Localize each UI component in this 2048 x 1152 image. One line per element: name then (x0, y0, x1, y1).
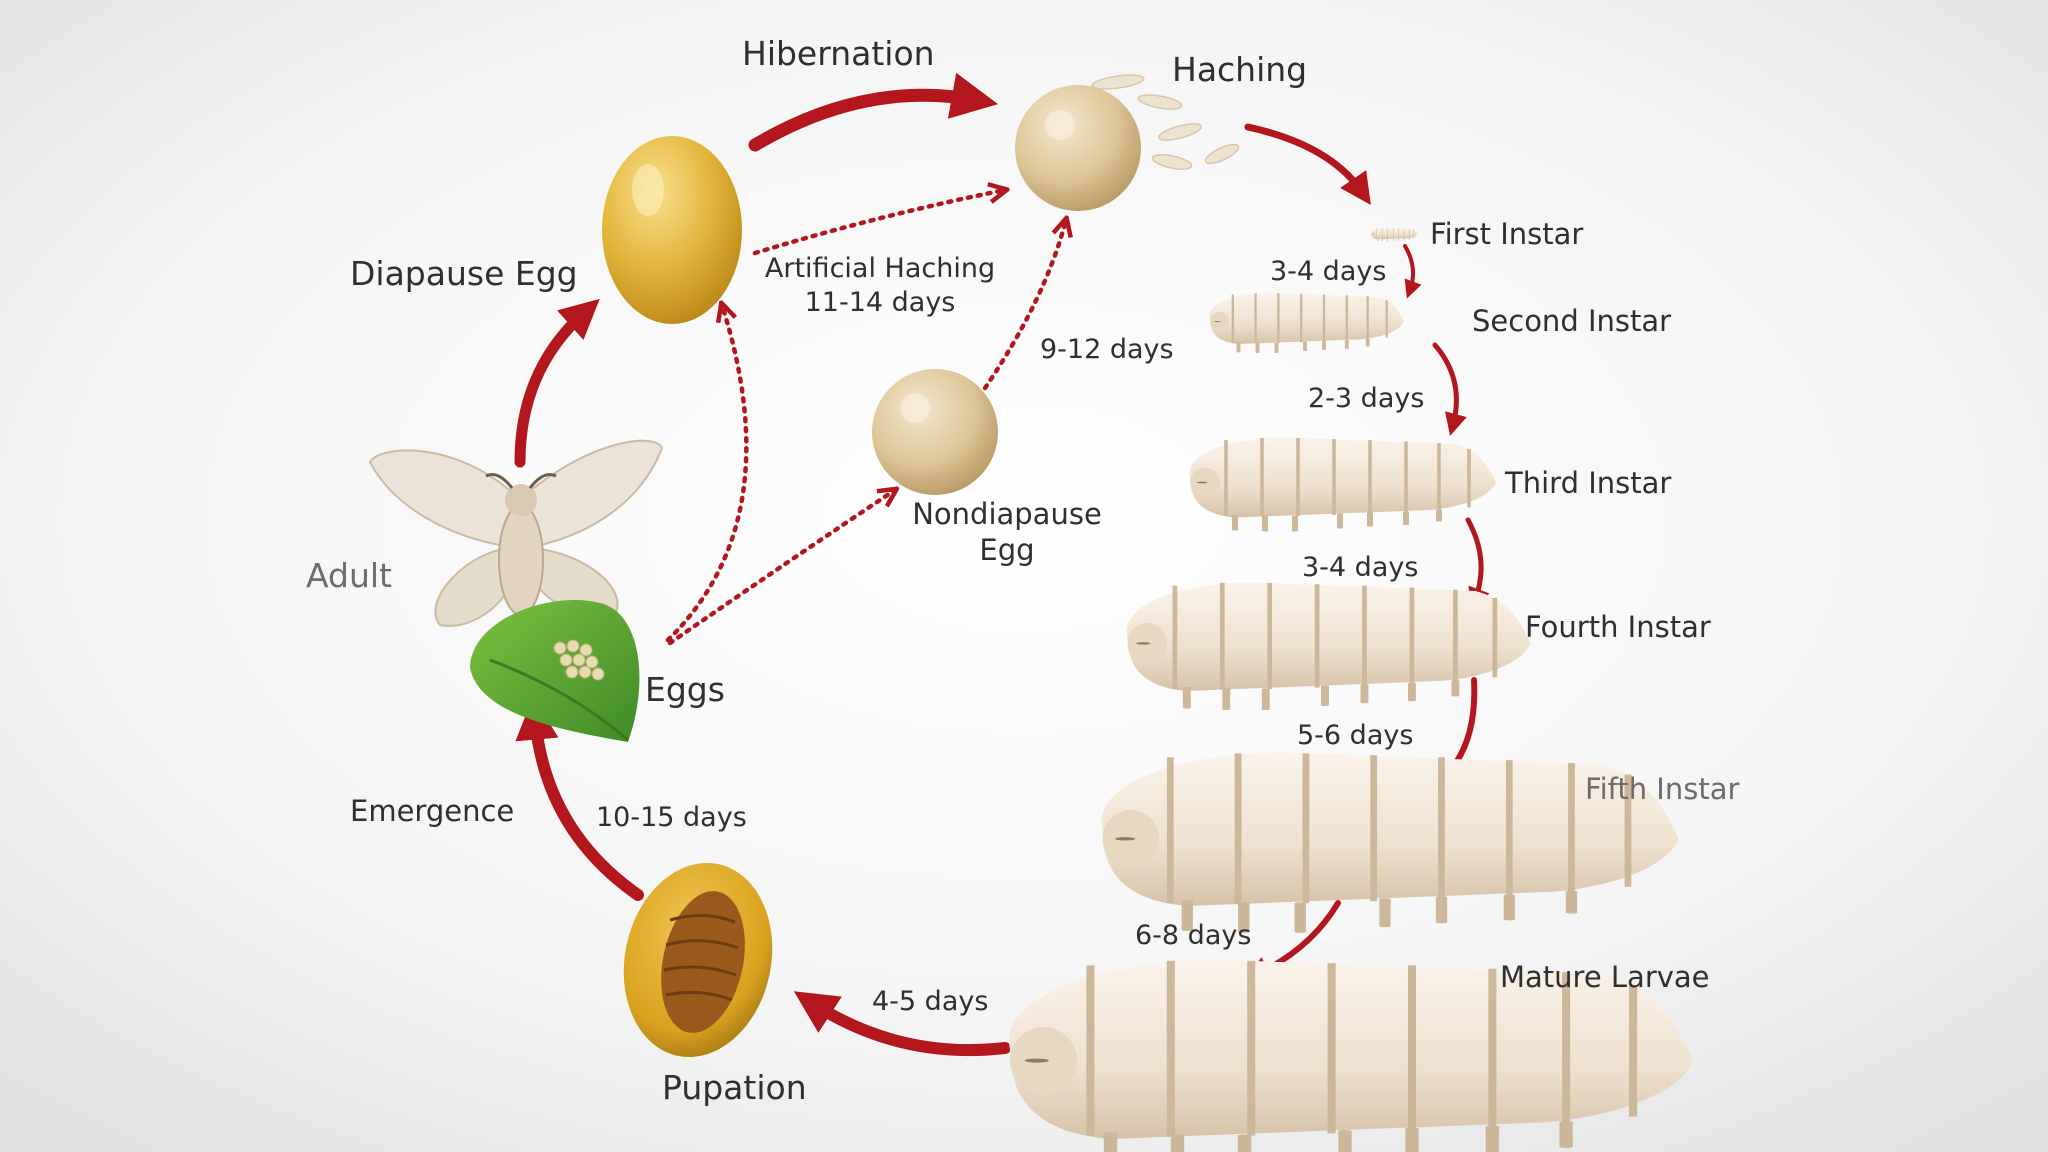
fifth-to-mature-duration-label: 6-8 days (1135, 920, 1252, 951)
pupation-cocoon-illustration (623, 862, 773, 1058)
second-instar-label: Second Instar (1472, 304, 1672, 338)
first-instar-label: First Instar (1430, 217, 1584, 251)
hatching-to-first-instar-arrow (1244, 123, 1371, 206)
nondiapause-duration-label: 9-12 days (1040, 334, 1174, 365)
diapause-egg-label: Diapause Egg (350, 254, 578, 293)
pupation-to-adult-duration-label: 10-15 days (596, 802, 747, 833)
adult-to-diapause-egg-arrow (514, 298, 600, 468)
artificial-hatching-label: Artificial Haching 11-14 days (765, 252, 995, 320)
emergence-arrow (515, 696, 644, 901)
fifth-instar-label: Fifth Instar (1585, 772, 1740, 806)
fourth-to-fifth-duration-label: 5-6 days (1297, 720, 1414, 751)
first-to-second-instar-arrow (1403, 244, 1422, 299)
diapause-egg-illustration (602, 136, 742, 324)
pupation-label: Pupation (662, 1068, 807, 1107)
artificial-hatching-text: Artificial Haching (764, 253, 996, 284)
third-instar-label: Third Instar (1505, 466, 1672, 500)
first-to-second-duration-label: 3-4 days (1270, 256, 1387, 287)
nondiapause-egg-illustration (872, 369, 998, 495)
hibernation-label: Hibernation (742, 34, 935, 73)
eggs-to-diapause-dotted-arrow (665, 305, 749, 643)
leaf-with-eggs-illustration (470, 599, 640, 742)
adult-label: Adult (306, 556, 392, 595)
eggs-to-nondiapause-dotted-arrow (667, 490, 895, 646)
mature-to-pupation-arrow (793, 991, 1011, 1057)
nondiapause-to-hatching-dotted-arrow (982, 220, 1066, 391)
second-to-third-duration-label: 2-3 days (1308, 383, 1425, 414)
nondiapause-egg-label: Nondiapause Egg (912, 497, 1102, 567)
artificial-hatching-arrow (752, 190, 1005, 256)
third-to-fourth-duration-label: 3-4 days (1302, 552, 1419, 583)
adult-moth-illustration (368, 439, 664, 627)
artificial-hatching-duration: 11-14 days (804, 287, 956, 318)
emergence-label: Emergence (350, 794, 515, 828)
second-to-third-instar-arrow (1432, 342, 1467, 436)
mature-to-pupation-duration-label: 4-5 days (872, 986, 989, 1017)
mature-larvae-label: Mature Larvae (1500, 960, 1710, 994)
eggs-label: Eggs (645, 670, 725, 709)
fourth-instar-label: Fourth Instar (1525, 610, 1711, 644)
hatching-egg-illustration (1015, 74, 1240, 211)
hibernation-arrow (748, 72, 999, 152)
hatching-label: Haching (1172, 50, 1308, 89)
